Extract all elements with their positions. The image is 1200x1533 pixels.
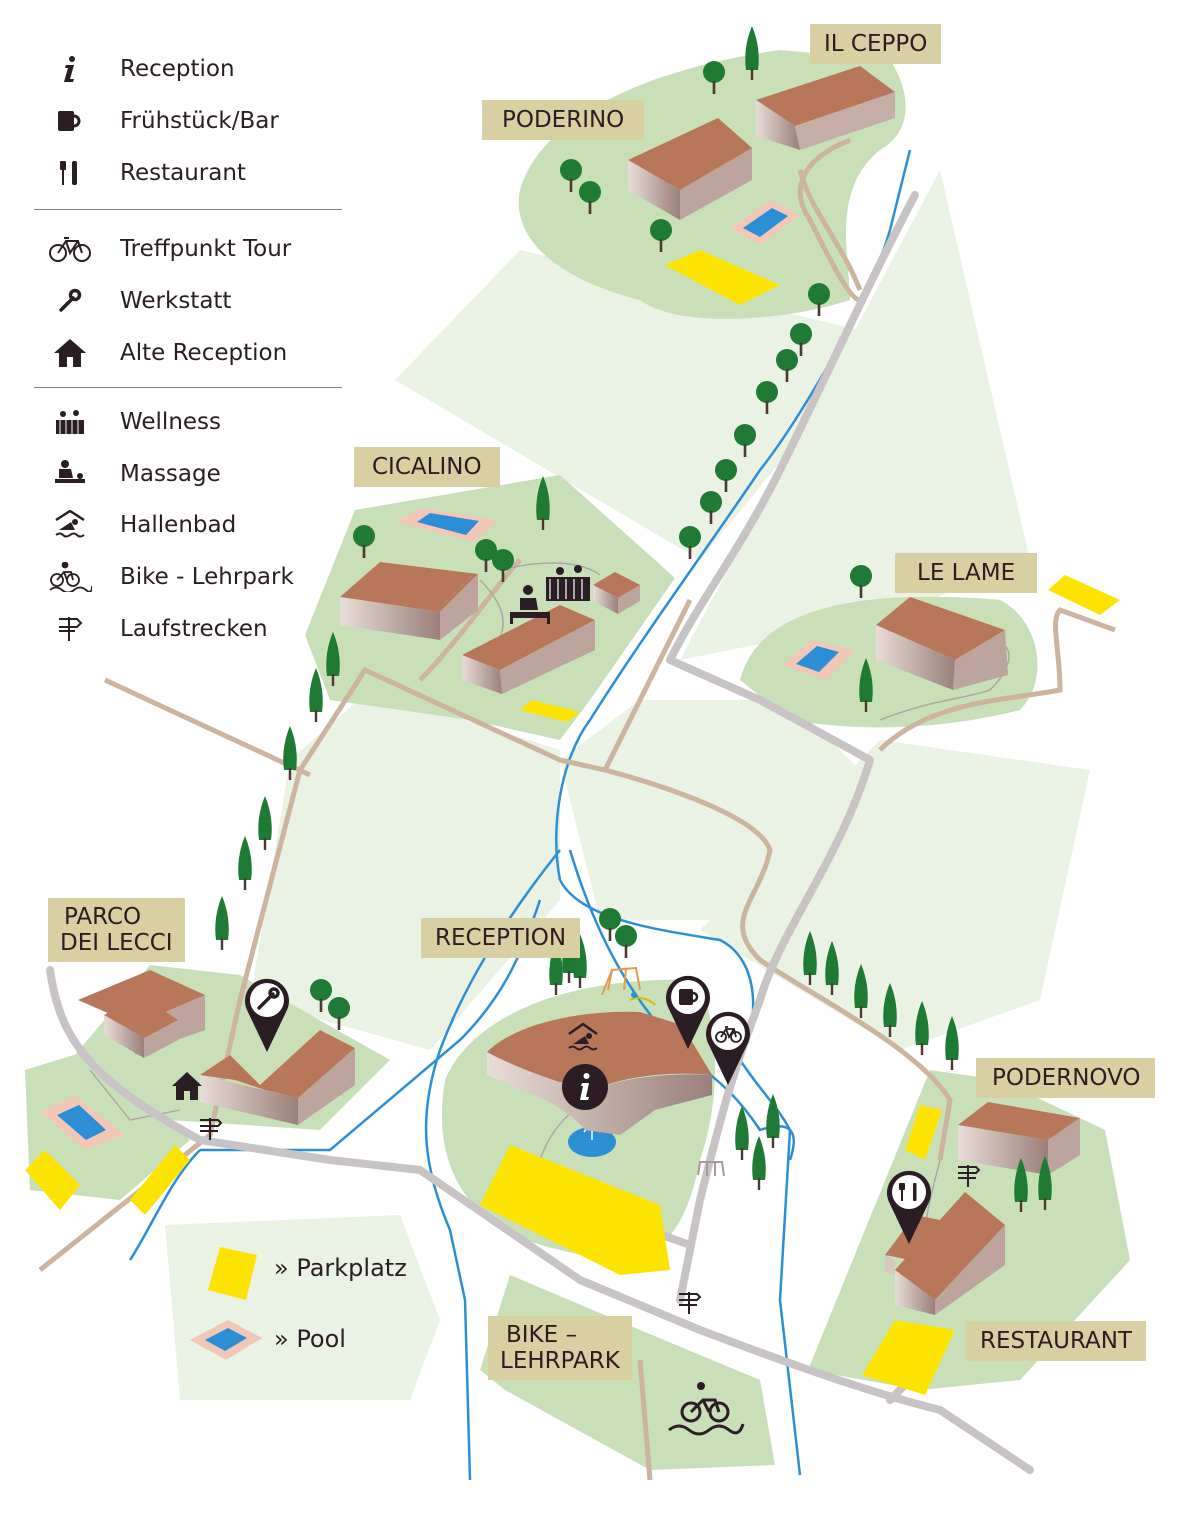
place-label-bike-lehrpark: BIKE – LEHRPARK: [488, 1316, 632, 1380]
bike-rider-icon: [34, 557, 106, 597]
swimmer-icon: [34, 505, 106, 545]
legend-item-alte-reception: Alte Reception: [34, 333, 287, 373]
signpost-icon: [34, 609, 106, 649]
place-label-parco-line2: DEI LECCI: [60, 930, 173, 956]
building-cicalino: [340, 562, 478, 640]
place-label-reception: RECEPTION: [421, 918, 581, 958]
legend-item-hallenbad: Hallenbad: [34, 505, 236, 545]
building-cicalino-small: [593, 572, 640, 614]
building-werkstatt: [200, 1030, 355, 1125]
laufstrecken-markers: [200, 1118, 981, 1314]
legend-item-reception: Reception: [34, 49, 235, 89]
legend-item-werkstatt: Werkstatt: [34, 281, 231, 321]
map-pin-werkstatt[interactable]: [245, 978, 289, 1052]
legend-divider: [34, 387, 342, 388]
place-label-podernovo: PODERNOVO: [976, 1058, 1155, 1098]
info-icon: [34, 49, 106, 89]
playground: [601, 966, 725, 1177]
legend-item-bike-lehrpark: Bike - Lehrpark: [34, 557, 294, 597]
area-legend-pool-label: » Pool: [274, 1325, 346, 1353]
place-label-parco-dei-lecci: PARCO DEI LECCI: [48, 898, 185, 962]
legend-label: Treffpunkt Tour: [120, 236, 292, 262]
wrench-icon: [34, 281, 106, 321]
building-il-ceppo: [756, 66, 895, 150]
reception-marker[interactable]: [562, 1064, 608, 1110]
place-label-bike-line1: BIKE –: [506, 1322, 577, 1348]
legend-item-fruehstueck-bar: Frühstück/Bar: [34, 101, 279, 141]
parking-areas: [25, 250, 1120, 1395]
alte-reception-marker: [172, 1072, 202, 1100]
wrench-icon: [257, 987, 280, 1010]
massage-icon: [34, 454, 106, 494]
coffee-cup-icon: [34, 101, 106, 141]
map-pin-treffpunkt-tour[interactable]: [706, 1011, 750, 1085]
building-podernovo: [958, 1102, 1080, 1175]
building-le-lame: [876, 597, 1008, 690]
legend-label: Werkstatt: [120, 288, 232, 314]
fork-knife-icon: [34, 153, 106, 193]
legend-label: Wellness: [120, 409, 222, 435]
legend-item-treffpunkt-tour: Treffpunkt Tour: [34, 229, 291, 269]
place-label-poderino: PODERINO: [482, 100, 645, 140]
wellness-marker: [546, 565, 590, 601]
legend-item-massage: Massage: [34, 454, 221, 494]
pools: [40, 200, 855, 1360]
area-legend-parking-label: » Parkplatz: [274, 1254, 407, 1282]
coffee-cup-icon: [679, 989, 699, 1005]
hot-tub-icon: [34, 402, 106, 442]
place-label-restaurant: RESTAURANT: [966, 1321, 1146, 1361]
legend-label: Bike - Lehrpark: [120, 564, 294, 590]
area-legend-pool: » Pool: [274, 1319, 346, 1359]
legend-item-restaurant: Restaurant: [34, 153, 246, 193]
place-label-il-ceppo: IL CEPPO: [810, 24, 942, 64]
building-cicalino-wing: [462, 605, 595, 694]
legend-parking-swatch: [208, 1247, 257, 1300]
map-pin-restaurant[interactable]: [887, 1170, 931, 1244]
legend-item-laufstrecken: Laufstrecken: [34, 609, 268, 649]
legend-pool-swatch: [190, 1320, 262, 1360]
fountain: [568, 1127, 616, 1157]
info-icon: [580, 1073, 590, 1100]
legend-item-wellness: Wellness: [34, 402, 221, 442]
hallenbad-marker: [568, 1022, 598, 1051]
place-label-cicalino: CICALINO: [354, 447, 500, 487]
legend-label: Frühstück/Bar: [120, 108, 279, 134]
map-pin-bar[interactable]: [666, 975, 710, 1049]
legend-divider: [34, 209, 342, 210]
legend-label: Reception: [120, 56, 235, 82]
legend-label: Hallenbad: [120, 512, 237, 538]
legend-label: Laufstrecken: [120, 616, 268, 642]
building-poderino: [628, 118, 752, 220]
place-label-bike-line2: LEHRPARK: [500, 1348, 620, 1374]
place-label-le-lame: LE LAME: [895, 553, 1038, 593]
bicycle-icon: [715, 1026, 742, 1043]
fork-knife-icon: [899, 1183, 917, 1201]
area-legend-parking: » Parkplatz: [274, 1248, 407, 1288]
tracks: [38, 137, 1116, 1481]
legend-label: Massage: [120, 461, 221, 487]
massage-marker: [510, 585, 550, 624]
bike-park-marker: [668, 1382, 745, 1436]
bicycle-icon: [34, 229, 106, 269]
house-icon: [34, 333, 106, 373]
building-parco-dei-lecci-2: [104, 995, 178, 1058]
legend-label: Alte Reception: [120, 340, 288, 366]
legend-label: Restaurant: [120, 160, 246, 186]
building-restaurant: [885, 1192, 1005, 1315]
place-label-parco-line1: PARCO: [64, 904, 142, 930]
